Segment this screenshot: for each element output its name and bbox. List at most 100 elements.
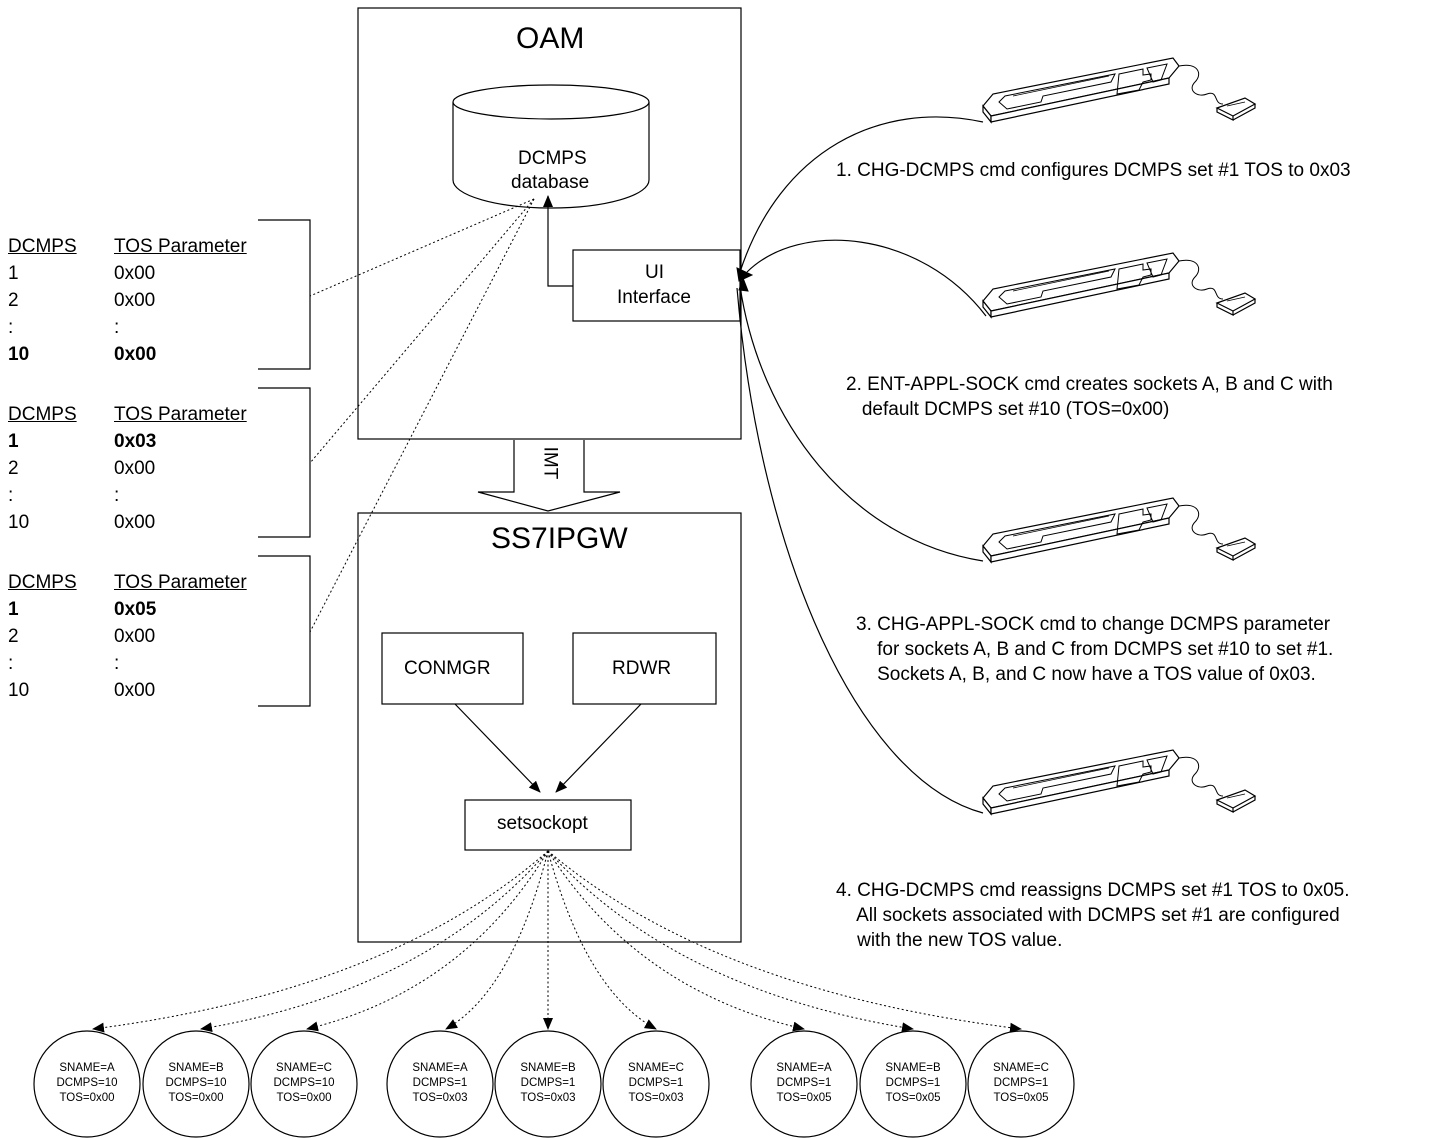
table-cell-tos: : — [114, 485, 120, 506]
table-cell-tos: 0x00 — [114, 290, 156, 311]
socket-sname: SNAME=A — [412, 1062, 468, 1074]
table-header-dcmps: DCMPS — [8, 404, 77, 425]
socket-tos: TOS=0x05 — [993, 1092, 1049, 1104]
socket-tos: TOS=0x03 — [520, 1092, 576, 1104]
conmgr-to-setsockopt-arrow — [454, 703, 541, 793]
fanout-arrow — [445, 850, 549, 1030]
socket-dcmps: DCMPS=1 — [776, 1077, 832, 1089]
table-cell-dcmps: : — [8, 317, 14, 338]
socket-circle — [142, 1030, 250, 1138]
table-cell-dcmps: 10 — [8, 512, 30, 533]
socket-dcmps: DCMPS=10 — [56, 1077, 118, 1089]
socket-dcmps: DCMPS=1 — [520, 1077, 576, 1089]
step-1-text: 1. CHG-DCMPS cmd configures DCMPS set #1… — [836, 158, 1351, 183]
socket-tos: TOS=0x05 — [776, 1092, 832, 1104]
table-cell-dcmps: : — [8, 485, 14, 506]
ss7ipgw-title: SS7IPGW — [491, 522, 628, 555]
socket-sname: SNAME=A — [776, 1062, 832, 1074]
keyboard-icon — [982, 57, 1257, 124]
socket-tos: TOS=0x00 — [168, 1092, 224, 1104]
step-line: with the new TOS value. — [836, 930, 1063, 951]
keyboard-icon — [982, 749, 1257, 816]
socket-tos: TOS=0x00 — [276, 1092, 332, 1104]
socket-tos: TOS=0x03 — [628, 1092, 684, 1104]
step-line: Sockets A, B, and C now have a TOS value… — [856, 664, 1316, 685]
imt-arrow — [477, 440, 621, 512]
fanout-arrow — [547, 850, 914, 1033]
table-cell-tos: 0x00 — [114, 458, 156, 479]
table-header-tos: TOS Parameter — [114, 236, 247, 257]
step-line: 3. CHG-APPL-SOCK cmd to change DCMPS par… — [856, 614, 1331, 635]
table-row: 2 0x00 — [8, 287, 308, 314]
socket-dcmps: DCMPS=10 — [165, 1077, 227, 1089]
rdwr-to-setsockopt-arrow — [555, 703, 642, 793]
socket-tos: TOS=0x00 — [59, 1092, 115, 1104]
socket-circle — [602, 1030, 710, 1138]
table-row: :: — [8, 314, 308, 341]
table-cell-dcmps: 1 — [8, 599, 19, 620]
keyboard-icon — [982, 497, 1257, 564]
socket-dcmps: DCMPS=10 — [273, 1077, 335, 1089]
setsockopt-box — [464, 799, 632, 851]
step-line: 4. CHG-DCMPS cmd reassigns DCMPS set #1 … — [836, 880, 1350, 901]
table-row: 2 0x00 — [8, 455, 308, 482]
table-cell-dcmps: : — [8, 653, 14, 674]
setsockopt-label: setsockopt — [497, 813, 588, 834]
database-to-table-lines — [309, 198, 535, 633]
table-cell-tos: : — [114, 653, 120, 674]
rdwr-label: RDWR — [612, 658, 672, 679]
step-line: for sockets A, B and C from DCMPS set #1… — [856, 639, 1334, 660]
keyboard-icon — [982, 252, 1257, 319]
table-cell-dcmps: 10 — [8, 680, 30, 701]
socket-sname: SNAME=C — [993, 1062, 1049, 1074]
oam-box — [357, 7, 742, 440]
socket-sname: SNAME=C — [628, 1062, 684, 1074]
table-cell-tos: 0x00 — [114, 626, 156, 647]
fanout-arrow — [200, 850, 549, 1033]
fanout-arrow — [547, 850, 657, 1030]
ui-interface-box — [572, 249, 741, 322]
table-cell-tos: 0x05 — [114, 599, 157, 620]
step-line: default DCMPS set #10 (TOS=0x00) — [846, 399, 1170, 420]
socket-circle — [967, 1030, 1075, 1138]
table-row: 1 0x00 — [8, 260, 308, 287]
table-header-dcmps: DCMPS — [8, 572, 77, 593]
socket-sname: SNAME=B — [168, 1062, 224, 1074]
socket-sname: SNAME=C — [276, 1062, 332, 1074]
setsockopt-fanout — [92, 850, 1022, 1033]
command-curves — [736, 116, 987, 814]
table-cell-dcmps: 1 — [8, 263, 19, 284]
step-line: 1. CHG-DCMPS cmd configures DCMPS set #1… — [836, 160, 1351, 181]
ss7ipgw-box — [357, 512, 742, 943]
table-cell-tos: 0x00 — [114, 263, 156, 284]
table-1-bracket — [258, 219, 311, 370]
socket-sname: SNAME=B — [885, 1062, 941, 1074]
table-cell-tos: 0x00 — [114, 344, 157, 365]
socket-tos: TOS=0x03 — [412, 1092, 468, 1104]
socket-dcmps: DCMPS=1 — [885, 1077, 941, 1089]
socket-circle — [250, 1030, 358, 1138]
table-header-dcmps: DCMPS — [8, 236, 77, 257]
step-2-text: 2. ENT-APPL-SOCK cmd creates sockets A, … — [846, 372, 1333, 422]
table-cell-tos: 0x00 — [114, 512, 156, 533]
socket-circle — [386, 1030, 494, 1138]
table-header: DCMPS TOS Parameter — [8, 233, 308, 260]
socket-dcmps: DCMPS=1 — [412, 1077, 468, 1089]
socket-sname: SNAME=B — [520, 1062, 576, 1074]
conmgr-box — [381, 632, 524, 705]
rdwr-box — [572, 632, 717, 705]
table-cell-dcmps: 1 — [8, 431, 19, 452]
imt-label: IMT — [539, 446, 561, 480]
step-line: 2. ENT-APPL-SOCK cmd creates sockets A, … — [846, 374, 1333, 395]
table-cell-dcmps: 2 — [8, 458, 19, 479]
table-cell-dcmps: 2 — [8, 290, 19, 311]
